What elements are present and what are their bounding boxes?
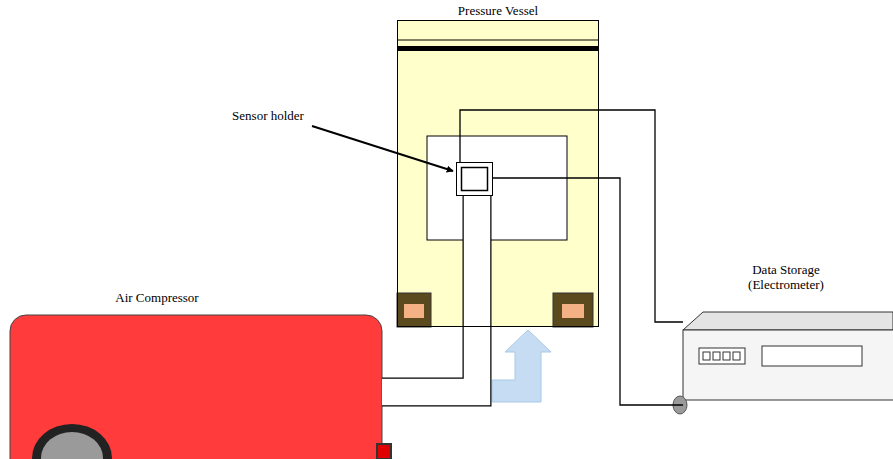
device-key (723, 352, 730, 360)
sensor-holder: Sensor holder (456, 162, 493, 196)
compressor-switch (377, 444, 391, 459)
sensor-chamber (427, 136, 567, 240)
device-front (683, 330, 893, 400)
leader-arrow (312, 126, 453, 171)
vessel-lid-band (397, 46, 599, 51)
device-key (733, 352, 740, 360)
device-key (713, 352, 720, 360)
node-label: Pressure Vessel (458, 3, 538, 18)
sensor-inner-square (462, 168, 488, 191)
device-keypad (699, 348, 745, 364)
signal-wire (460, 110, 683, 322)
electrometer: Data Storage (Electrometer) (683, 312, 893, 400)
signal-wire (493, 178, 683, 405)
compressor-hub (41, 432, 103, 459)
device-top (683, 312, 893, 330)
vessel-foot-pad (404, 304, 424, 318)
wire-line (493, 178, 683, 405)
node-label: Data Storage (Electrometer) (726, 262, 846, 292)
wire-line (460, 110, 683, 322)
node-label: Sensor holder (232, 108, 304, 123)
vessel-foot (397, 293, 431, 327)
vessel-body (397, 20, 599, 327)
compressor-body (10, 315, 382, 459)
airflow-arrow (492, 330, 551, 402)
node-label: Air Compressor (115, 290, 198, 305)
device-key (703, 352, 710, 360)
compressor-wheel (32, 424, 112, 459)
vessel-foot-pad (562, 304, 584, 318)
device-display (762, 346, 862, 366)
air-compressor: Air Compressor (10, 315, 382, 459)
vessel-foot (553, 293, 593, 327)
vessel-lid-line (397, 40, 599, 41)
pressure-vessel: Pressure VesselSensor holder (397, 20, 599, 327)
